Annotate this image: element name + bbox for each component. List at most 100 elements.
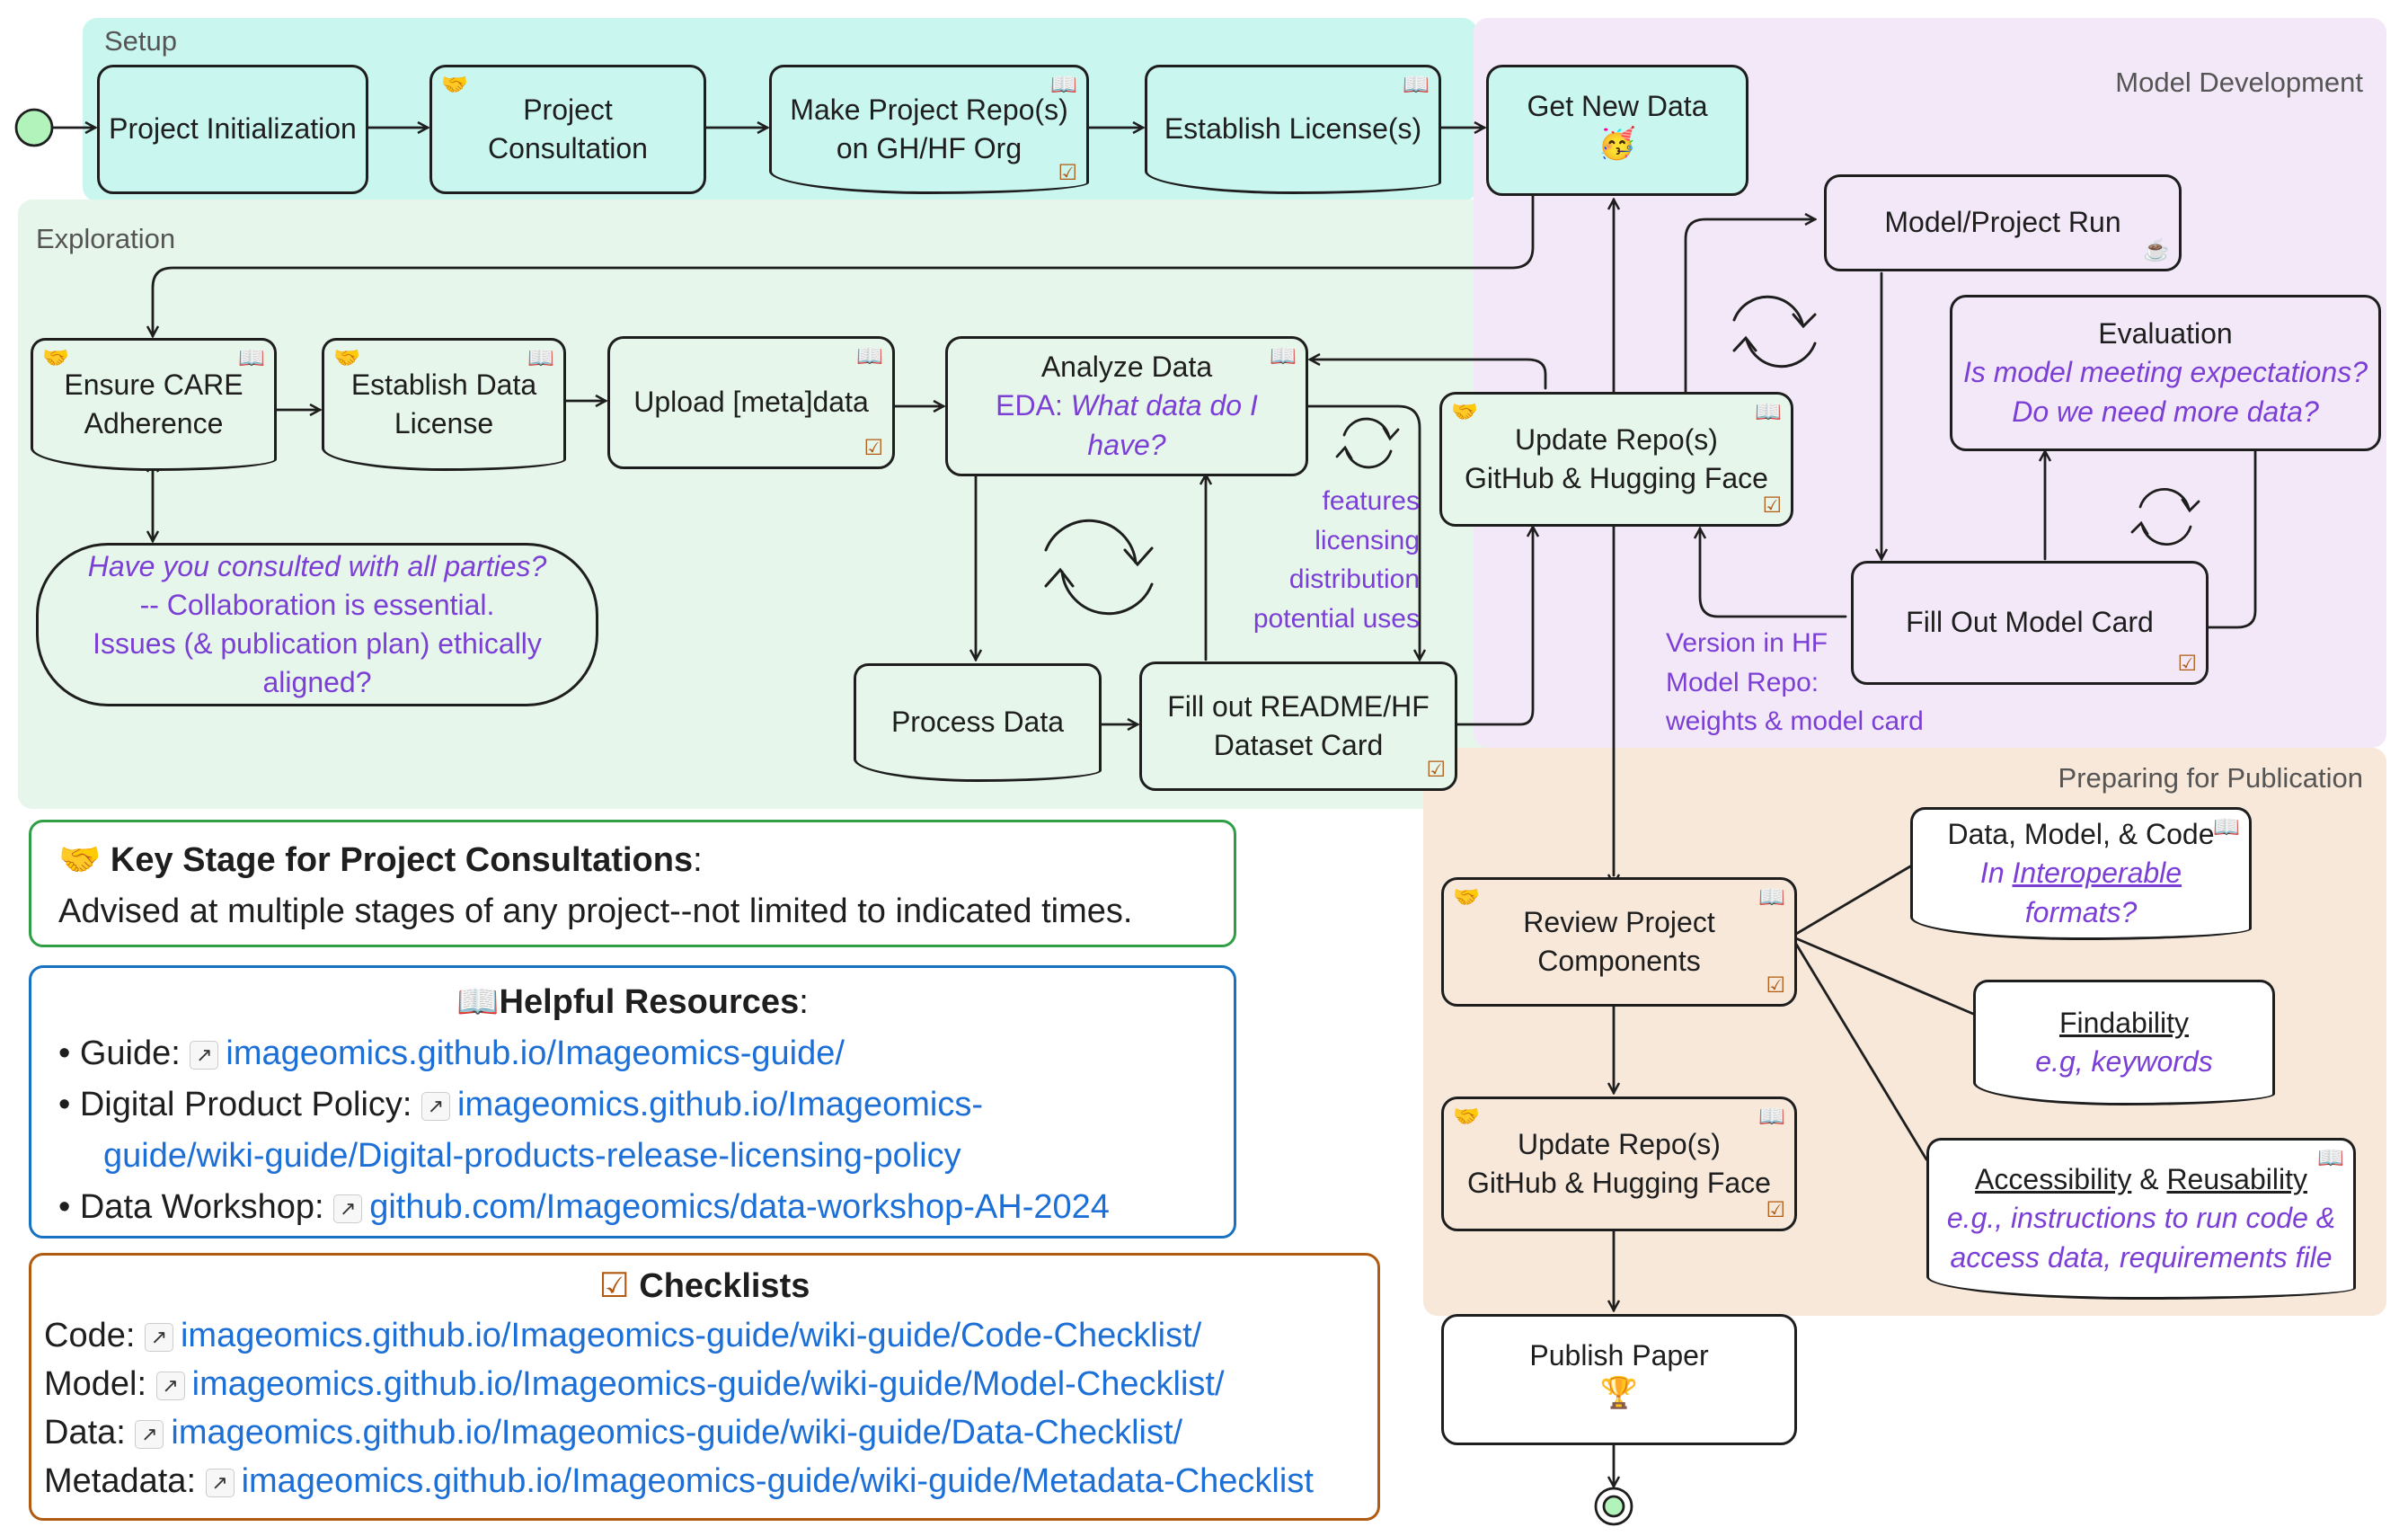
process-data-box: Process Data [854,663,1102,782]
eda-question: What data do I have? [1070,389,1258,461]
consult-legend-desc: Advised at multiple stages of any projec… [58,892,1133,930]
accessibility-box: 📖 Accessibility & Reusability e.g., inst… [1926,1138,2356,1300]
checkbox-icon: ☑ [1766,1198,1785,1222]
external-link-icon: ↗ [144,1322,173,1352]
open-book-icon: 📖 [456,983,500,1021]
legend-checklists: ☑ Checklists Code: ↗imageomics.github.io… [29,1253,1380,1521]
ensure-care-label-line2: Adherence [84,407,224,439]
fill-readme-label-line1: Fill out README/HF [1167,689,1430,723]
evaluation-label: Evaluation [2098,317,2233,351]
fill-readme-label-line2: Dataset Card [1213,729,1384,761]
external-link-icon: ↗ [135,1419,164,1449]
dmc-formats: formats? [2024,895,2138,928]
edge-readme-update [1456,527,1533,726]
checkbox-icon: ☑ [1058,161,1077,185]
version-note-line2: Model Repo: [1666,667,1819,697]
fill-model-card-box: Fill Out Model Card ☑ [1851,561,2209,685]
accessibility-sub2: access data, requirements file [1950,1240,2333,1274]
publish-paper-box: Publish Paper 🏆 [1441,1314,1797,1445]
consult-legend-title: Key Stage for Project Consultations [110,841,694,879]
code-checklist-link[interactable]: imageomics.github.io/Imageomics-guide/wi… [180,1317,1202,1354]
get-new-data-label: Get New Data [1527,90,1708,122]
checkbox-icon: ☑ [1766,973,1785,998]
guide-link[interactable]: imageomics.github.io/Imageomics-guide/ [226,1034,845,1072]
checkbox-icon: ☑ [1426,758,1446,782]
resources-title: Helpful Resources [499,983,800,1021]
publication-label: Preparing for Publication [2058,762,2363,794]
evaluation-box: Evaluation Is model meeting expectations… [1950,295,2381,451]
open-book-icon: 📖 [856,344,883,368]
workshop-link[interactable]: github.com/Imageomics/data-workshop-AH-2… [369,1188,1110,1226]
dmc-in: In [1979,857,2005,890]
update-repo2-line2: GitHub & Hugging Face [1467,1167,1771,1199]
edge-review-access [1790,935,1928,1161]
establish-license-label: Establish License(s) [1164,112,1422,146]
accessibility-amp: & [2139,1163,2159,1196]
policy-label: • Digital Product Policy: [58,1086,412,1123]
review-label-line1: Review Project [1523,905,1715,938]
upload-metadata-label: Upload [meta]data [633,386,869,419]
accessibility-title: Accessibility [1975,1163,2132,1196]
external-link-icon: ↗ [421,1091,451,1121]
findability-title: Findability [2058,1006,2190,1039]
project-consultation-box: 🤝 Project Consultation [429,65,706,194]
note-features: features [1322,486,1420,516]
make-repo-label-line2: on GH/HF Org [836,132,1023,164]
note-licensing: licensing [1315,525,1420,555]
code-label: Code: [44,1317,136,1354]
handshake-icon: 🤝 [1453,885,1480,910]
external-link-icon: ↗ [333,1194,363,1223]
open-book-icon: 📖 [238,346,265,370]
data-checklist-link[interactable]: imageomics.github.io/Imageomics-guide/wi… [171,1413,1183,1452]
consult-question-2: -- Collaboration is essential. [139,588,495,621]
handshake-icon: 🤝 [441,73,468,97]
edge-update-modelrun [1684,219,1815,394]
metadata-checklist-link[interactable]: imageomics.github.io/Imageomics-guide/wi… [241,1461,1314,1500]
open-book-icon: 📖 [1758,885,1785,910]
make-repo-label-line1: Make Project Repo(s) [790,93,1068,126]
evaluation-question-1: Is model meeting expectations? [1962,356,2368,389]
handshake-icon: 🤝 [1451,400,1478,424]
handshake-icon: 🤝 [333,346,360,370]
external-link-icon: ↗ [155,1371,185,1400]
policy-link-line1[interactable]: imageomics.github.io/Imageomics- [457,1086,984,1123]
establish-data-license-box: 🤝 📖 Establish Data License [322,338,566,471]
open-book-icon: 📖 [2317,1146,2344,1170]
checkbox-icon: ☑ [1762,493,1782,518]
trophy-icon: 🏆 [1599,1376,1639,1411]
edge-evaluation-modelcard [2198,449,2257,627]
coffee-cup-icon: ☕ [2143,238,2170,262]
update-repo2-box: 🤝 📖 Update Repo(s) GitHub & Hugging Face… [1441,1097,1797,1231]
model-checklist-link[interactable]: imageomics.github.io/Imageomics-guide/wi… [191,1364,1225,1403]
review-components-box: 🤝 📖 Review Project Components ☑ [1441,877,1797,1007]
open-book-icon: 📖 [527,346,554,370]
make-repo-box: 📖 Make Project Repo(s) on GH/HF Org ☑ [769,65,1089,194]
checkbox-icon: ☑ [863,436,883,460]
consult-legend-colon: : [693,841,703,879]
update-repo-label-line2: GitHub & Hugging Face [1465,462,1768,494]
ensure-care-label-line1: Ensure CARE [64,368,243,401]
handshake-icon: 🤝 [58,841,102,879]
setup-label: Setup [104,25,178,57]
checkbox-icon: ☑ [2177,652,2197,676]
version-note: Version in HF Model Repo: weights & mode… [1666,624,1924,741]
edge-modelcard-update [1700,528,1847,618]
open-book-icon: 📖 [2213,815,2240,839]
project-consultation-label: Project Consultation [488,93,648,164]
open-book-icon: 📖 [1758,1105,1785,1129]
establish-data-license-line1: Establish Data [350,368,537,401]
dmc-interoperable: Interoperable [2012,857,2182,890]
establish-data-license-line2: License [394,407,494,439]
fill-readme-box: Fill out README/HF Dataset Card ☑ [1139,661,1457,791]
version-note-line1: Version in HF [1666,628,1828,658]
upload-metadata-box: 📖 Upload [meta]data ☑ [607,336,895,469]
analyze-data-label: Analyze Data [1040,351,1213,384]
policy-link-line2[interactable]: guide/wiki-guide/Digital-products-releas… [103,1137,961,1175]
update-repo2-line1: Update Repo(s) [1518,1127,1721,1160]
project-initialization-label: Project Initialization [109,112,357,146]
edge-review-dmc [1790,865,1912,938]
legend-resources: 📖Helpful Resources: • Guide: ↗imageomics… [29,965,1236,1239]
open-book-icon: 📖 [1755,400,1782,424]
workshop-label: • Data Workshop: [58,1188,324,1226]
process-data-label: Process Data [890,706,1065,739]
